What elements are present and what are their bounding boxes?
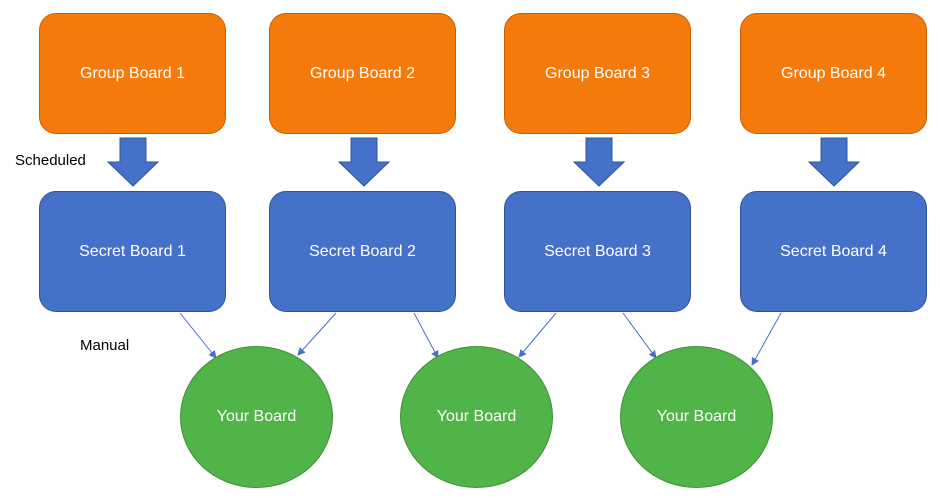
connector-line [518,312,557,358]
down-arrow-icon [337,137,391,187]
your-board-label: Your Board [436,408,517,425]
connector-line [297,312,337,356]
down-arrow-icon [106,137,160,187]
secret-board-4[interactable]: Secret Board 4 [740,191,927,312]
manual-label: Manual [80,337,130,354]
your-board-label: Your Board [656,408,737,425]
group-board-1[interactable]: Group Board 1 [39,13,226,134]
group-board-label: Group Board 4 [781,64,886,82]
secret-board-2[interactable]: Secret Board 2 [269,191,456,312]
connector-line [179,312,217,359]
group-board-label: Group Board 1 [80,64,185,82]
connector-line [751,312,782,366]
group-board-label: Group Board 3 [545,64,650,82]
your-board-2[interactable]: Your Board [400,346,553,488]
group-board-3[interactable]: Group Board 3 [504,13,691,134]
your-board-label: Your Board [216,408,297,425]
secret-board-label: Secret Board 3 [544,242,651,260]
group-board-2[interactable]: Group Board 2 [269,13,456,134]
scheduled-label: Scheduled [15,152,86,169]
your-board-3[interactable]: Your Board [620,346,773,488]
your-board-1[interactable]: Your Board [180,346,333,488]
connector-line [622,312,657,359]
secret-board-1[interactable]: Secret Board 1 [39,191,226,312]
secret-board-label: Secret Board 4 [780,242,887,260]
group-board-label: Group Board 2 [310,64,415,82]
secret-board-3[interactable]: Secret Board 3 [504,191,691,312]
secret-board-label: Secret Board 1 [79,242,186,260]
connector-line [413,312,439,359]
down-arrow-icon [572,137,626,187]
group-board-4[interactable]: Group Board 4 [740,13,927,134]
secret-board-label: Secret Board 2 [309,242,416,260]
down-arrow-icon [807,137,861,187]
